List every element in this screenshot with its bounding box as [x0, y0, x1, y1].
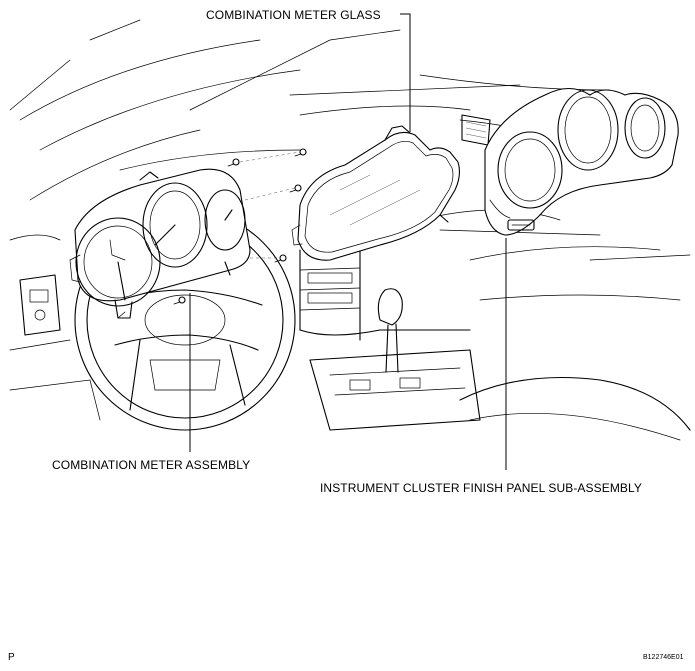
instrument-cluster-finish-panel — [484, 87, 679, 236]
label-instrument-cluster-finish-panel: INSTRUMENT CLUSTER FINISH PANEL SUB-ASSE… — [320, 481, 643, 495]
corner-mark: P — [8, 652, 15, 663]
figure-code: B122746E01 — [643, 654, 684, 661]
combination-meter-assembly — [69, 168, 251, 319]
dashboard-background — [9, 19, 691, 441]
label-combination-meter-assembly: COMBINATION METER ASSEMBLY — [52, 458, 251, 472]
leader-lines — [189, 13, 507, 470]
label-combination-meter-glass: COMBINATION METER GLASS — [206, 8, 381, 22]
screws — [173, 148, 307, 305]
combination-meter-glass — [291, 125, 461, 261]
